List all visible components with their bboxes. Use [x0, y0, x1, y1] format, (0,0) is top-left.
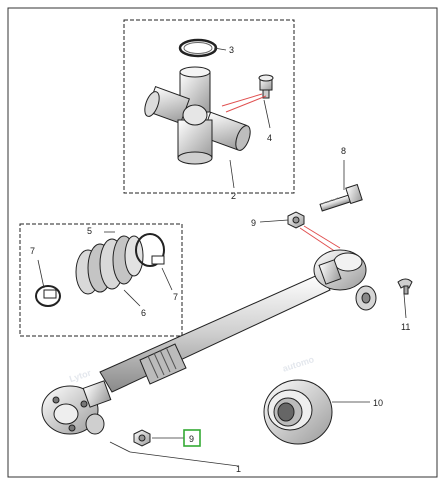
callout-7-left[interactable]: 7 [30, 246, 35, 256]
ujoint-kit-box [123, 19, 295, 194]
leader-lines [37, 47, 407, 467]
nut-lower [133, 429, 151, 447]
propeller-shaft [41, 249, 377, 435]
watermark-sub: automo [281, 354, 315, 374]
grease-leader-lines [221, 93, 267, 113]
universal-joint [144, 66, 251, 165]
callout-7-right[interactable]: 7 [173, 292, 178, 302]
centre-bearing [263, 379, 333, 445]
callout-9-upper[interactable]: 9 [251, 218, 256, 228]
gaiter-kit-box [19, 223, 183, 337]
callout-10[interactable]: 10 [373, 398, 383, 408]
callout-2[interactable]: 2 [231, 191, 236, 201]
bolt [319, 183, 363, 212]
outer-frame [7, 7, 438, 478]
nut-leader-lines [299, 225, 341, 253]
callout-9-lower[interactable]: 9 [189, 434, 194, 444]
callout-9-lower-highlight[interactable]: 9 [183, 429, 201, 447]
watermark-brand: Lytor [68, 368, 93, 385]
gaiter-clip-right [135, 233, 165, 267]
callouts: 3 4 2 8 9 5 7 6 7 11 10 1 [30, 45, 410, 474]
callout-4[interactable]: 4 [267, 133, 272, 143]
nut-upper [287, 211, 305, 229]
gaiter-clip-left [35, 285, 61, 307]
callout-8[interactable]: 8 [341, 146, 346, 156]
callout-5[interactable]: 5 [87, 226, 92, 236]
circlip [178, 38, 218, 58]
highlight-box [183, 429, 201, 447]
callout-3[interactable]: 3 [229, 45, 234, 55]
grease-nipple [258, 74, 274, 99]
gaiter [75, 235, 144, 295]
callout-6[interactable]: 6 [141, 308, 146, 318]
callout-1[interactable]: 1 [236, 464, 241, 474]
callout-11[interactable]: 11 [401, 322, 410, 332]
retaining-clip [397, 278, 413, 295]
